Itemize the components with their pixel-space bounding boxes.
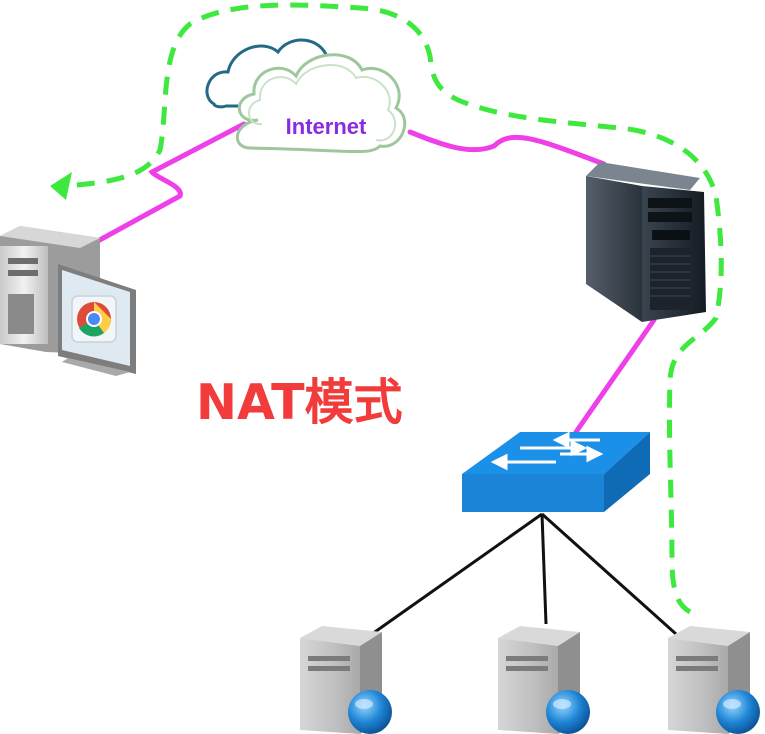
guest-server-3 [668, 626, 760, 734]
return-path [50, 2, 724, 615]
desktop-computer-with-chrome-icon [0, 226, 136, 376]
tower-server-icon [586, 162, 706, 322]
link-internet-host [407, 129, 607, 167]
guest-server-1 [300, 626, 392, 734]
internet-label: Internet [286, 114, 367, 139]
cloud-icon [205, 38, 407, 154]
return-path-arrowhead [50, 172, 72, 200]
web-server-icon [300, 626, 392, 734]
diagram-title: NAT模式 [196, 374, 403, 431]
return-path-line [65, 2, 724, 615]
web-server-icon [498, 626, 590, 734]
network-switch-icon [462, 431, 650, 512]
web-server-icon [668, 626, 760, 734]
network-links [93, 121, 657, 435]
guest-server-2 [498, 626, 590, 734]
lan-cables [371, 512, 678, 636]
link-host-switch [573, 317, 657, 435]
link-client-internet [93, 121, 247, 245]
